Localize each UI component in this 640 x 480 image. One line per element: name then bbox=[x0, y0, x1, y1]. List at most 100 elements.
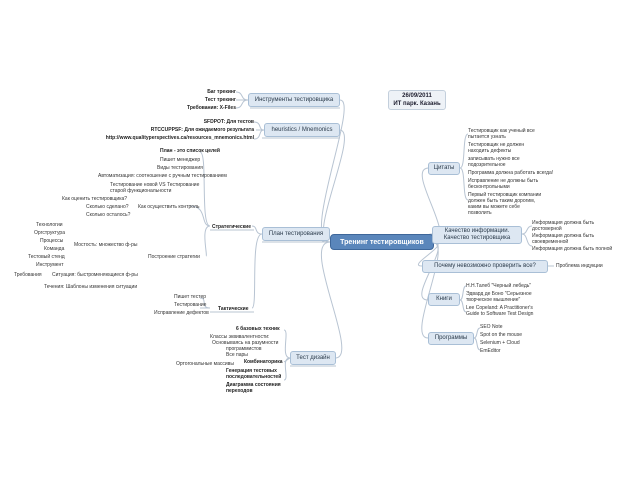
connector bbox=[204, 225, 211, 257]
quote-item: позволить bbox=[468, 210, 492, 216]
connector bbox=[199, 151, 211, 227]
connector bbox=[473, 337, 481, 351]
quality-label-2: Качество тестировщика bbox=[443, 235, 511, 241]
branch-programs[interactable]: Программы bbox=[428, 332, 474, 345]
branch-test-plan[interactable]: План тестирования bbox=[262, 227, 330, 241]
control-item: Сколько осталось? bbox=[86, 212, 131, 218]
plan-item: Виды тестирования bbox=[157, 165, 203, 171]
design-item: переходов bbox=[226, 388, 253, 394]
design-combo: Комбинаторика bbox=[244, 359, 283, 365]
quality-item: Информация должна быть bbox=[532, 220, 595, 226]
program-item: SEO Note bbox=[480, 324, 503, 330]
plan-tactical: Тактические bbox=[218, 306, 249, 312]
branch-quotes[interactable]: Цитаты bbox=[428, 162, 460, 175]
build-item: Требования bbox=[14, 272, 42, 278]
quality-item: достоверной bbox=[532, 226, 562, 232]
quote-item: Тестировщик не должен bbox=[468, 142, 525, 148]
design-item: программистов bbox=[226, 346, 262, 352]
quality-item: Информация должна быть bbox=[532, 233, 595, 239]
heuristics-item: RTCCUPPSF: Для ожидаемого результата bbox=[150, 127, 254, 133]
quote-item: пытается узнать bbox=[468, 134, 506, 140]
branch-tools[interactable]: Инструменты тестировщика bbox=[248, 93, 340, 107]
build-item: Технологии bbox=[36, 222, 63, 228]
tactical-item: Тестирование bbox=[174, 302, 207, 308]
design-item: Генерация тестовых bbox=[226, 368, 277, 374]
connector bbox=[235, 99, 249, 109]
plan-strategic: Стратегические bbox=[212, 224, 252, 230]
branch-quality[interactable]: Качество информации. Качество тестировщи… bbox=[432, 226, 522, 244]
connector bbox=[521, 233, 533, 247]
quality-item: Информация должна быть полной bbox=[532, 246, 613, 252]
design-combo-item: Ортогональные массивы bbox=[176, 361, 234, 367]
connector bbox=[251, 233, 263, 309]
quote-item: Исправление не должны быть bbox=[468, 178, 539, 184]
tools-item: Требования: X-Files bbox=[186, 105, 236, 111]
branch-why-impossible[interactable]: Почему невозможно проверить все? bbox=[422, 260, 548, 273]
build-item: Команда bbox=[44, 246, 65, 252]
connector bbox=[459, 167, 469, 201]
design-item: Классы эквивалентности: bbox=[210, 334, 270, 340]
tactical-item: Пишет тестер bbox=[174, 294, 207, 300]
connector bbox=[320, 241, 343, 359]
quote-item: записывать нужно все bbox=[468, 156, 520, 162]
plan-build: Построение стратегии bbox=[148, 254, 200, 260]
quality-label-1: Качество информации. bbox=[444, 228, 510, 234]
location-text: ИТ парк. Казань bbox=[393, 101, 441, 107]
tactical-item: Исправление дефектов bbox=[154, 310, 209, 316]
program-item: Selenium + Cloud bbox=[480, 340, 520, 346]
quote-item: Тестировщик как ученый все bbox=[468, 128, 535, 134]
connector bbox=[283, 357, 291, 363]
program-item: EmEditor bbox=[480, 348, 501, 354]
connector bbox=[521, 225, 533, 235]
tools-item: Тест трекинг bbox=[204, 97, 236, 103]
date-location-box: 26/09/2011 ИТ парк. Казань bbox=[388, 90, 446, 110]
plan-situation: Ситуация: быстроменяющиеся ф-ры bbox=[52, 272, 138, 278]
design-item: Основываясь на разумности bbox=[212, 340, 279, 346]
branch-heuristics[interactable]: heuristics / Mnemonics bbox=[264, 123, 340, 137]
connector bbox=[459, 133, 469, 169]
book-item: Guide to Software Test Design bbox=[466, 311, 534, 317]
heuristics-link[interactable]: http://www.qualityperspectives.ca/resour… bbox=[105, 135, 254, 141]
connector bbox=[283, 357, 291, 381]
date-text: 26/09/2011 bbox=[402, 93, 432, 99]
heuristics-item: SFDPOT: Для тестов bbox=[203, 119, 254, 125]
plan-is-list: План - это список целей bbox=[160, 148, 220, 154]
design-item: Все пары bbox=[226, 352, 248, 358]
branch-test-design[interactable]: Тест дизайн bbox=[290, 351, 336, 365]
connector bbox=[189, 205, 211, 227]
central-topic[interactable]: Тренинг тестировщиков bbox=[330, 234, 434, 250]
quote-item: Программа должна работать всегда! bbox=[468, 170, 554, 176]
plan-item: Автоматизация: соотношение с ручным тест… bbox=[98, 173, 227, 179]
build-item: Тестовый стенд bbox=[28, 254, 65, 260]
design-item: последовательностей bbox=[226, 374, 282, 380]
branch-books[interactable]: Книги bbox=[428, 293, 460, 306]
quote-item: находить дефекты bbox=[468, 148, 512, 154]
build-item: Процессы bbox=[40, 238, 64, 244]
build-item: Оргструктура bbox=[34, 230, 65, 236]
why-item: Проблема индукции bbox=[556, 263, 603, 269]
design-item: Диаграмма состояния bbox=[226, 382, 281, 388]
connector bbox=[283, 329, 291, 359]
plan-mostly: Мостость: множество ф-ры bbox=[74, 242, 138, 248]
book-item: Н.Н.Талеб "Черный лебедь" bbox=[466, 283, 532, 289]
connector bbox=[459, 299, 467, 313]
quote-item: бесконтрольными bbox=[468, 184, 510, 190]
plan-item: старой функциональности bbox=[110, 188, 172, 194]
connector bbox=[323, 129, 345, 243]
quote-item: должен быть таким дорогим, bbox=[468, 198, 536, 204]
control-item: Сколько сделано? bbox=[86, 204, 129, 210]
quote-item: каким вы можете себе bbox=[468, 204, 520, 210]
book-item: творческое мышление" bbox=[466, 297, 521, 303]
build-item: Инструмент bbox=[36, 262, 64, 268]
book-item: Эдвард де Боно "Серьезное bbox=[466, 291, 532, 297]
book-item: Lee Copeland: A Practitioner's bbox=[466, 305, 533, 311]
program-item: Spot on the mouse bbox=[480, 332, 522, 338]
connector bbox=[253, 121, 265, 131]
connector bbox=[253, 129, 265, 140]
connector bbox=[235, 91, 249, 101]
plan-item: Тестирование новой VS Тестирование bbox=[110, 182, 200, 188]
tools-item: Баг трекинг bbox=[207, 89, 236, 95]
connector bbox=[459, 285, 467, 301]
plan-patterns: Течения: Шаблоны изменения ситуации bbox=[44, 284, 138, 290]
quote-item: подозрительное bbox=[468, 162, 506, 168]
